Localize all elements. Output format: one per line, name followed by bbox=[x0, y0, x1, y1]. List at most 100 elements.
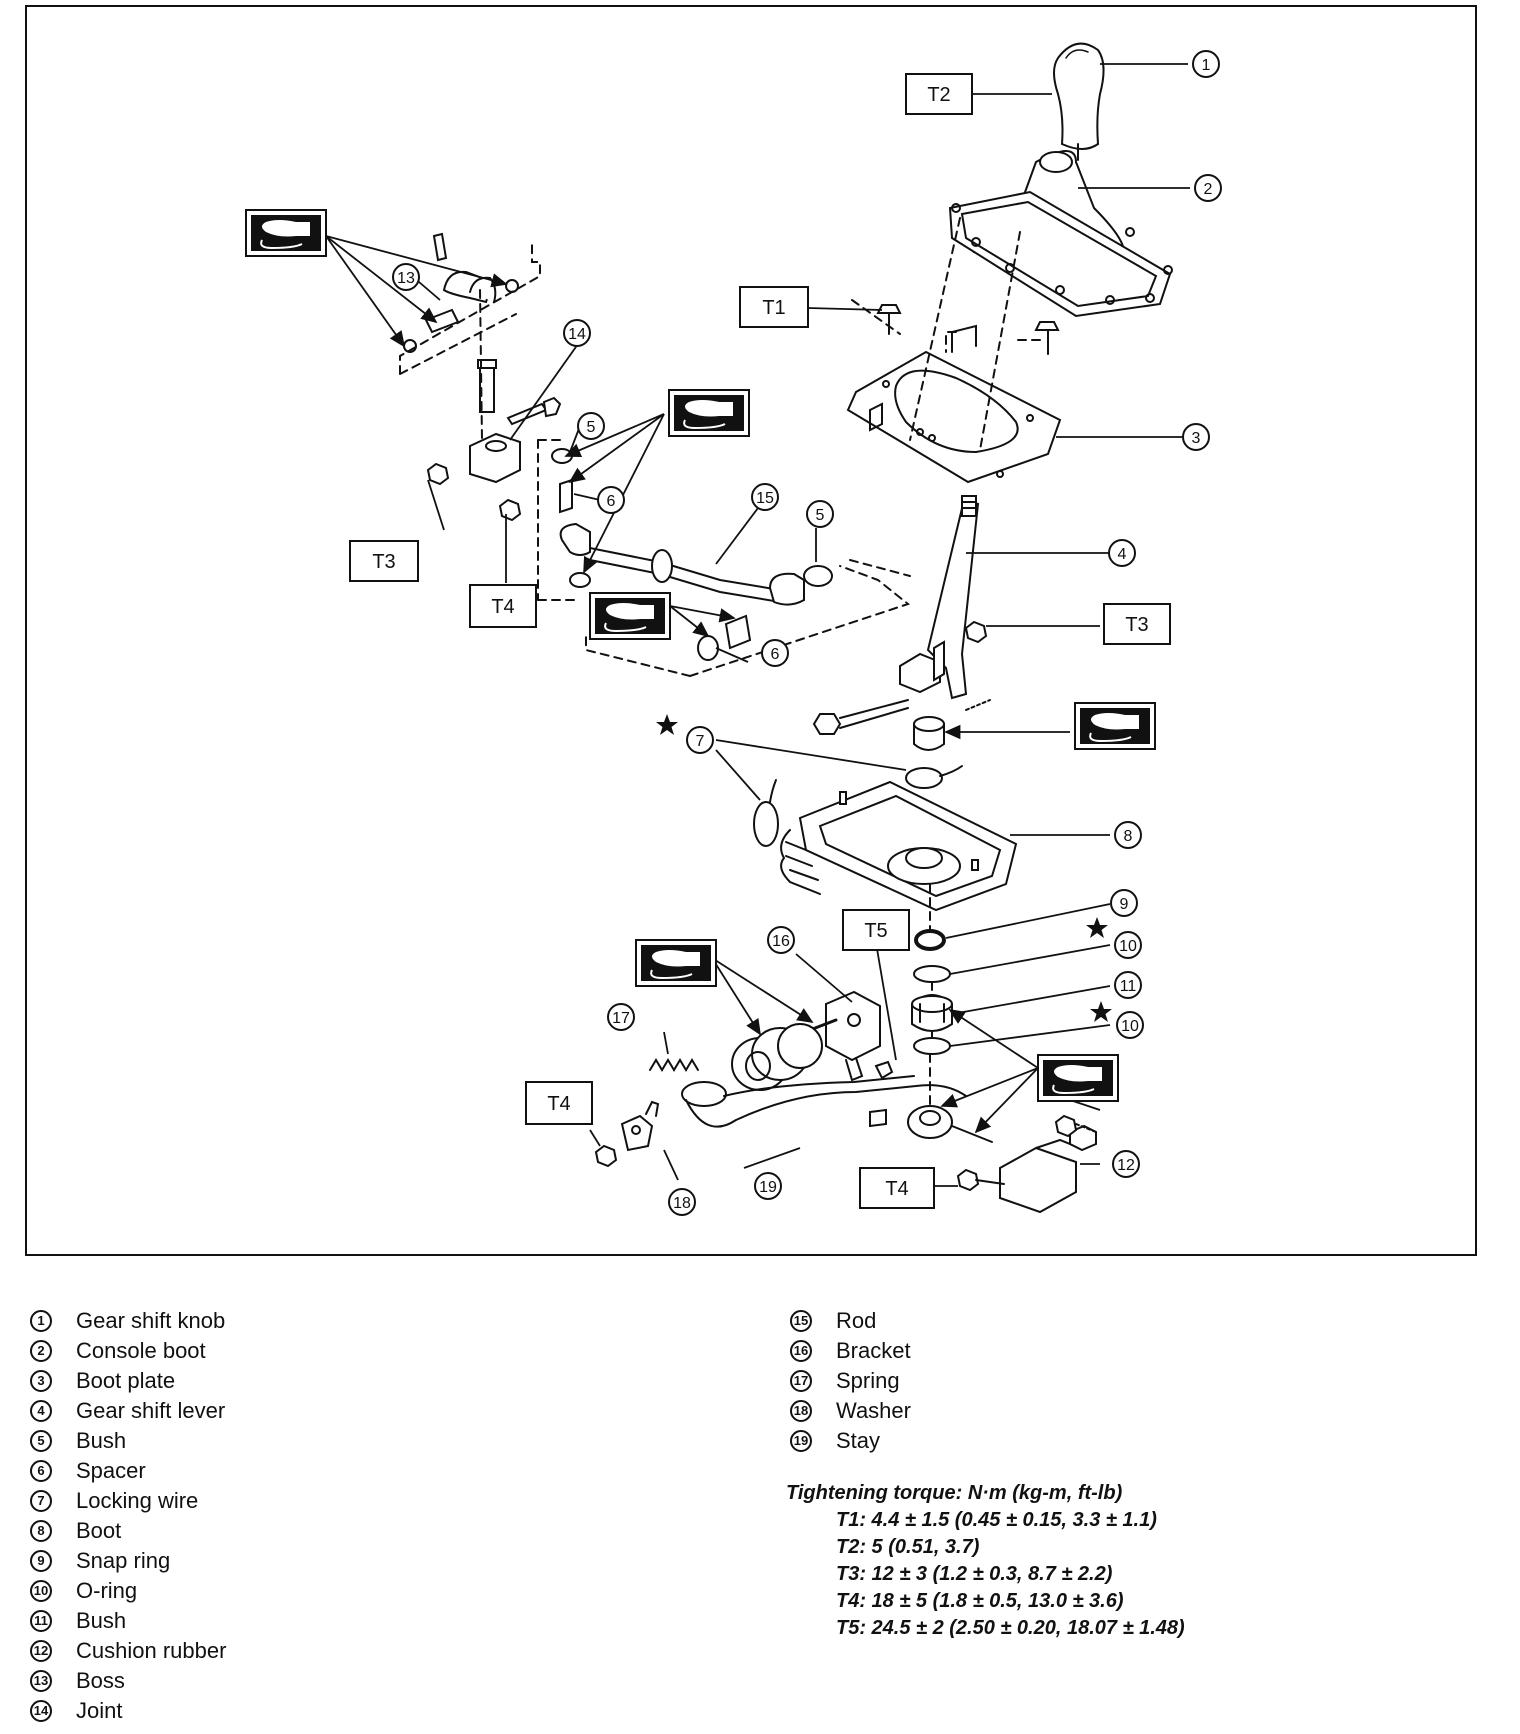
legend-number: 11 bbox=[30, 1610, 52, 1632]
torque-line: T1: 4.4 ± 1.5 (0.45 ± 0.15, 3.3 ± 1.1) bbox=[836, 1509, 1157, 1531]
legend-label: Boot plate bbox=[76, 1368, 176, 1393]
hex-nut bbox=[426, 462, 450, 486]
svg-text:5: 5 bbox=[816, 507, 825, 524]
boot-bolt bbox=[876, 304, 1060, 355]
grease-icon bbox=[1037, 1054, 1119, 1102]
legend-label: Console boot bbox=[76, 1338, 206, 1363]
legend-number: 6 bbox=[30, 1460, 52, 1482]
grease-icon bbox=[1074, 702, 1156, 750]
callout-6: 6 bbox=[597, 486, 625, 514]
legend-number: 18 bbox=[790, 1400, 812, 1422]
callout-8: 8 bbox=[1114, 821, 1142, 849]
star-icon bbox=[1090, 1001, 1112, 1022]
callout-14: 14 bbox=[563, 319, 591, 347]
svg-text:10: 10 bbox=[1121, 1018, 1139, 1035]
gear-shift-lever bbox=[812, 495, 980, 735]
legend-item: 11 Bush bbox=[30, 1606, 226, 1636]
torque-line: T3: 12 ± 3 (1.2 ± 0.3, 8.7 ± 2.2) bbox=[836, 1563, 1113, 1585]
gear-shift-knob bbox=[1053, 42, 1105, 161]
cushion-pulley bbox=[731, 1023, 823, 1091]
legend-item: 2 Console boot bbox=[30, 1336, 226, 1366]
transmission-boot bbox=[780, 780, 1018, 912]
star-icon bbox=[1086, 917, 1108, 938]
svg-text:12: 12 bbox=[1117, 1157, 1135, 1174]
svg-text:17: 17 bbox=[612, 1010, 630, 1027]
grease-icon bbox=[245, 209, 327, 257]
stay bbox=[681, 1075, 993, 1143]
legend-item: 15 Rod bbox=[790, 1306, 911, 1336]
svg-text:4: 4 bbox=[1118, 546, 1127, 563]
o-ring bbox=[913, 965, 951, 983]
legend-number: 3 bbox=[30, 1370, 52, 1392]
bush-spacer-left bbox=[551, 448, 591, 588]
hex-nut bbox=[498, 498, 522, 522]
callout-9: 9 bbox=[1110, 889, 1138, 917]
legend-label: Bush bbox=[76, 1608, 127, 1633]
legend-item: 8 Boot bbox=[30, 1516, 226, 1546]
snap-ring bbox=[914, 929, 947, 951]
diagram-frame bbox=[25, 5, 1477, 1256]
torque-label: T5 bbox=[864, 920, 887, 942]
legend-number: 14 bbox=[30, 1700, 52, 1722]
svg-text:19: 19 bbox=[759, 1179, 777, 1196]
legend-label: Cushion rubber bbox=[76, 1638, 227, 1663]
torque-label: T1 bbox=[762, 297, 785, 319]
callout-11: 11 bbox=[1114, 971, 1142, 999]
bracket bbox=[808, 990, 894, 1082]
svg-text:8: 8 bbox=[1124, 828, 1133, 845]
legend-label: Bush bbox=[76, 1428, 127, 1453]
torque-box: T5 bbox=[842, 909, 910, 951]
torque-spec: Tightening torque: N·m (kg-m, ft-lb) T1:… bbox=[786, 1480, 1185, 1642]
callout-19: 19 bbox=[754, 1172, 782, 1200]
torque-box: T3 bbox=[349, 540, 419, 582]
bush-spacer-right bbox=[697, 614, 752, 661]
legend-label: Boot bbox=[76, 1518, 122, 1543]
svg-text:2: 2 bbox=[1204, 181, 1213, 198]
legend-label: Bracket bbox=[836, 1338, 911, 1363]
torque-box: T4 bbox=[469, 584, 537, 628]
console-boot bbox=[948, 150, 1173, 318]
legend-label: Rod bbox=[836, 1308, 877, 1333]
callout-12: 12 bbox=[1112, 1150, 1140, 1178]
torque-box: T3 bbox=[1103, 603, 1171, 645]
callout-17: 17 bbox=[607, 1003, 635, 1031]
callout-4: 4 bbox=[1108, 539, 1136, 567]
torque-label: T4 bbox=[491, 596, 514, 618]
legend-item: 14 Joint bbox=[30, 1696, 226, 1726]
legend-number: 17 bbox=[790, 1370, 812, 1392]
legend-number: 5 bbox=[30, 1430, 52, 1452]
legend-number: 15 bbox=[790, 1310, 812, 1332]
svg-text:13: 13 bbox=[397, 270, 415, 287]
legend-label: Gear shift knob bbox=[76, 1308, 226, 1333]
joint bbox=[469, 396, 562, 484]
legend-number: 2 bbox=[30, 1340, 52, 1362]
callout-1: 1 bbox=[1192, 50, 1220, 78]
legend-number: 9 bbox=[30, 1550, 52, 1572]
svg-text:14: 14 bbox=[568, 326, 586, 343]
legend-number: 13 bbox=[30, 1670, 52, 1692]
callout-5: 5 bbox=[577, 412, 605, 440]
legend-label: Stay bbox=[836, 1428, 881, 1453]
svg-text:18: 18 bbox=[673, 1195, 691, 1212]
svg-text:3: 3 bbox=[1192, 430, 1201, 447]
legend-number: 8 bbox=[30, 1520, 52, 1542]
hex-nut bbox=[964, 620, 988, 644]
spring bbox=[649, 1058, 699, 1072]
cushion-rubber bbox=[999, 1114, 1097, 1214]
legend-label: O-ring bbox=[76, 1578, 138, 1603]
callout-10: 10 bbox=[1114, 931, 1142, 959]
torque-label: T4 bbox=[885, 1178, 908, 1200]
svg-text:16: 16 bbox=[772, 933, 790, 950]
legend-label: Joint bbox=[76, 1698, 123, 1723]
callout-15: 15 bbox=[751, 483, 779, 511]
callout-5: 5 bbox=[806, 500, 834, 528]
